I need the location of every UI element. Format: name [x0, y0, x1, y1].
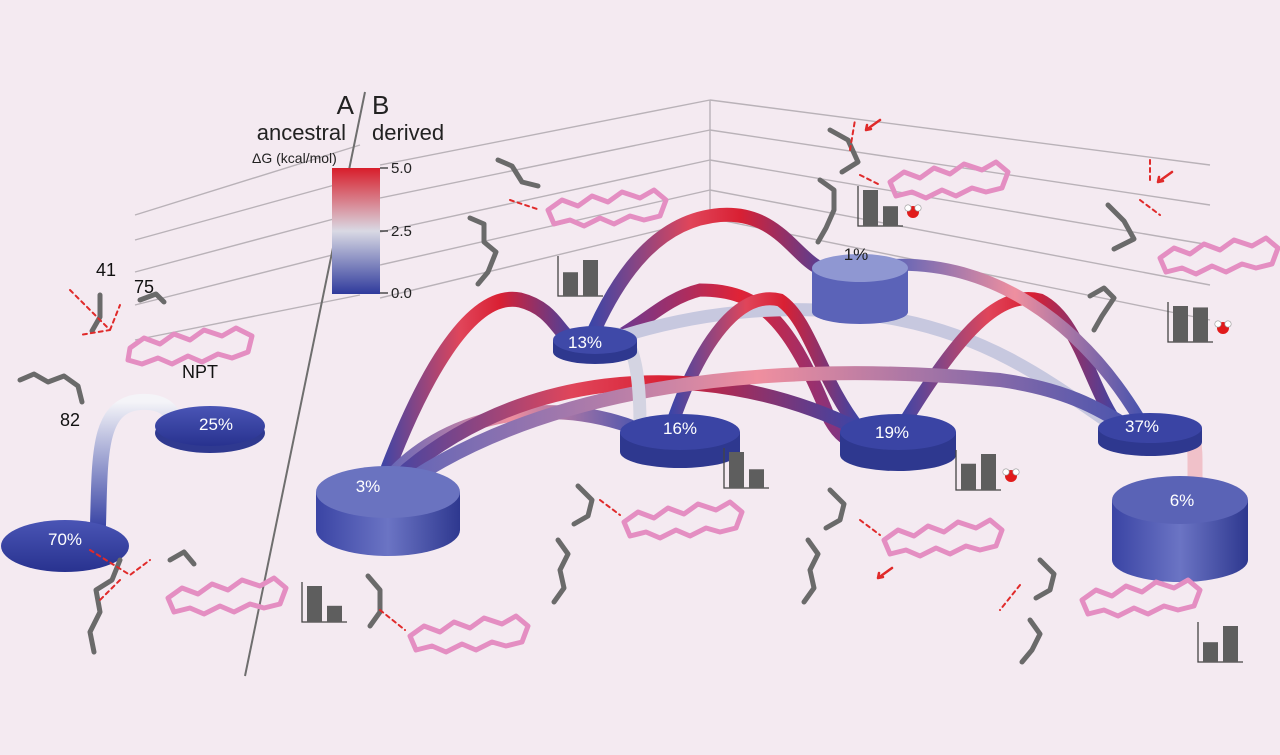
- sidechain-mid: [551, 483, 595, 605]
- state-label-d19: 19%: [875, 423, 909, 442]
- bars-top-right: [857, 186, 922, 227]
- water-hydrogen-0: [1002, 468, 1010, 476]
- colorbar-tick-mid: 2.5: [391, 223, 412, 240]
- bars-mid: [723, 448, 769, 489]
- sidechain-left-bottom: [87, 557, 123, 655]
- state-disk-d16: [620, 414, 740, 450]
- tube-3-13-arc: [372, 291, 588, 498]
- panel-b-letter: B: [372, 90, 389, 120]
- bar-0: [961, 463, 976, 490]
- state-label-d13: 13%: [568, 333, 602, 352]
- sidechain-82: [17, 371, 85, 405]
- water-hydrogen-1: [1224, 320, 1232, 328]
- bar-0: [729, 452, 744, 488]
- steroid-mid: [621, 499, 745, 541]
- bars-bottom-left: [301, 582, 347, 623]
- tube-1-37: [884, 258, 1146, 426]
- steroid-topmid: [545, 187, 669, 229]
- state-disk-d13: [553, 326, 637, 354]
- state-disk-a25: [155, 406, 265, 446]
- state-disk-d1: [812, 254, 908, 282]
- bar-1: [981, 454, 996, 490]
- bar-0: [863, 190, 878, 226]
- sidechain-topright: [815, 127, 861, 245]
- bar-1: [583, 260, 598, 296]
- arrow-midright: [876, 566, 894, 580]
- state-label-d1: 1%: [844, 245, 869, 264]
- molecule-sketches: [17, 118, 1280, 665]
- bar-1: [327, 605, 342, 622]
- arrow-right: [1156, 170, 1174, 184]
- steroid-right: [1157, 235, 1280, 277]
- residue-75: 75: [134, 277, 154, 297]
- residue-82: 82: [60, 410, 80, 430]
- state-disk-d3: [316, 466, 460, 518]
- grid-left-wall: [134, 144, 361, 341]
- sidechain-midright: [801, 487, 847, 605]
- steroid-left-bottom: [165, 575, 289, 617]
- residue-41: 41: [96, 260, 116, 280]
- panel-a-label: ancestral: [257, 120, 346, 145]
- state-label-d16: 16%: [663, 419, 697, 438]
- bar-0: [307, 586, 322, 622]
- state-label-a25: 25%: [199, 415, 233, 434]
- bars-bottom-right: [1197, 622, 1243, 663]
- state-disk-d19: [840, 414, 956, 450]
- bar-0: [1203, 642, 1218, 662]
- bars-top-center: [557, 256, 603, 297]
- sidechain-bottomright: [1019, 557, 1057, 665]
- water-hydrogen-0: [904, 204, 912, 212]
- tube-3-19-long: [373, 375, 867, 502]
- steroid-left-top: [125, 325, 255, 367]
- sidechain-left-met: [167, 549, 197, 567]
- state-label-a70: 70%: [48, 530, 82, 549]
- bar-1: [1193, 307, 1208, 342]
- state-disk-d6: [1112, 476, 1248, 524]
- steroid-bottomleft: [407, 613, 531, 655]
- colorbar-title: ΔG (kcal/mol): [252, 150, 337, 166]
- bar-insets: [301, 186, 1243, 663]
- sidechain-75: [137, 291, 167, 305]
- bar-1: [1223, 626, 1238, 662]
- panel-a-letter: A: [337, 90, 355, 120]
- tube-3-37-long: [378, 366, 1137, 505]
- colorbar: [332, 168, 380, 294]
- ligand-npt: NPT: [182, 362, 218, 382]
- state-label-d3: 3%: [356, 477, 381, 496]
- grid-back-wall: [379, 99, 1211, 321]
- panel-b-label: derived: [372, 120, 444, 145]
- water-hydrogen-1: [914, 204, 922, 212]
- derived-disks: [316, 254, 1248, 582]
- bar-1: [883, 206, 898, 226]
- colorbar-tick-low: 0.0: [391, 285, 412, 302]
- bar-1: [749, 469, 764, 488]
- water-hydrogen-1: [1012, 468, 1020, 476]
- bars-right: [1167, 302, 1232, 343]
- tube-13-1-arc: [583, 207, 847, 347]
- steroid-midright: [881, 517, 1005, 559]
- steroid-topright: [887, 159, 1011, 201]
- tube-19-37-arc: [893, 292, 1127, 437]
- arrow-topright: [864, 118, 882, 132]
- colorbar-ticks: [380, 167, 388, 294]
- state-disk-a70: [1, 520, 129, 572]
- colorbar-tick-high: 5.0: [391, 160, 412, 177]
- water-hydrogen-0: [1214, 320, 1222, 328]
- bar-0: [1173, 306, 1188, 342]
- state-label-d37: 37%: [1125, 417, 1159, 436]
- bars-mid-right: [955, 450, 1020, 491]
- steroid-bottomright: [1079, 577, 1203, 619]
- sidechain-bottomleft: [365, 573, 383, 629]
- state-label-d6: 6%: [1170, 491, 1195, 510]
- sidechain-right: [1087, 202, 1137, 333]
- sidechain-topmid: [467, 157, 541, 287]
- derived-tubes: [372, 207, 1203, 505]
- sidechain-41: [89, 292, 103, 334]
- state-disk-d37: [1098, 413, 1202, 443]
- bar-0: [563, 272, 578, 296]
- ancestral-network: [1, 393, 265, 572]
